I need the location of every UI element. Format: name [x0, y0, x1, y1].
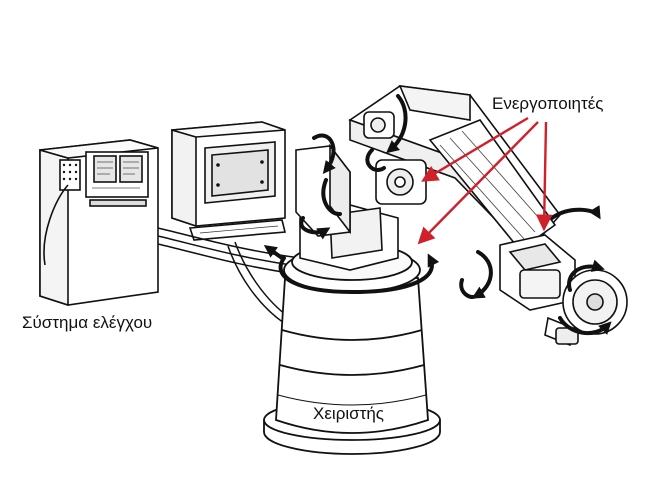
control-cabinet: [39, 139, 159, 307]
cable-bundle: [157, 227, 301, 324]
robot-arm: [295, 85, 628, 347]
pointer-arrow-icon: [417, 116, 553, 245]
rotation-arrow-icon: [263, 94, 612, 335]
operator-terminal: [171, 121, 287, 241]
manipulator-base: [263, 243, 441, 455]
control-system-label: Σύστημα ελέγχου: [22, 313, 153, 332]
actuators-label: Ενεργοποιητές: [492, 94, 604, 113]
manipulator-label: Χειριστής: [313, 404, 384, 423]
